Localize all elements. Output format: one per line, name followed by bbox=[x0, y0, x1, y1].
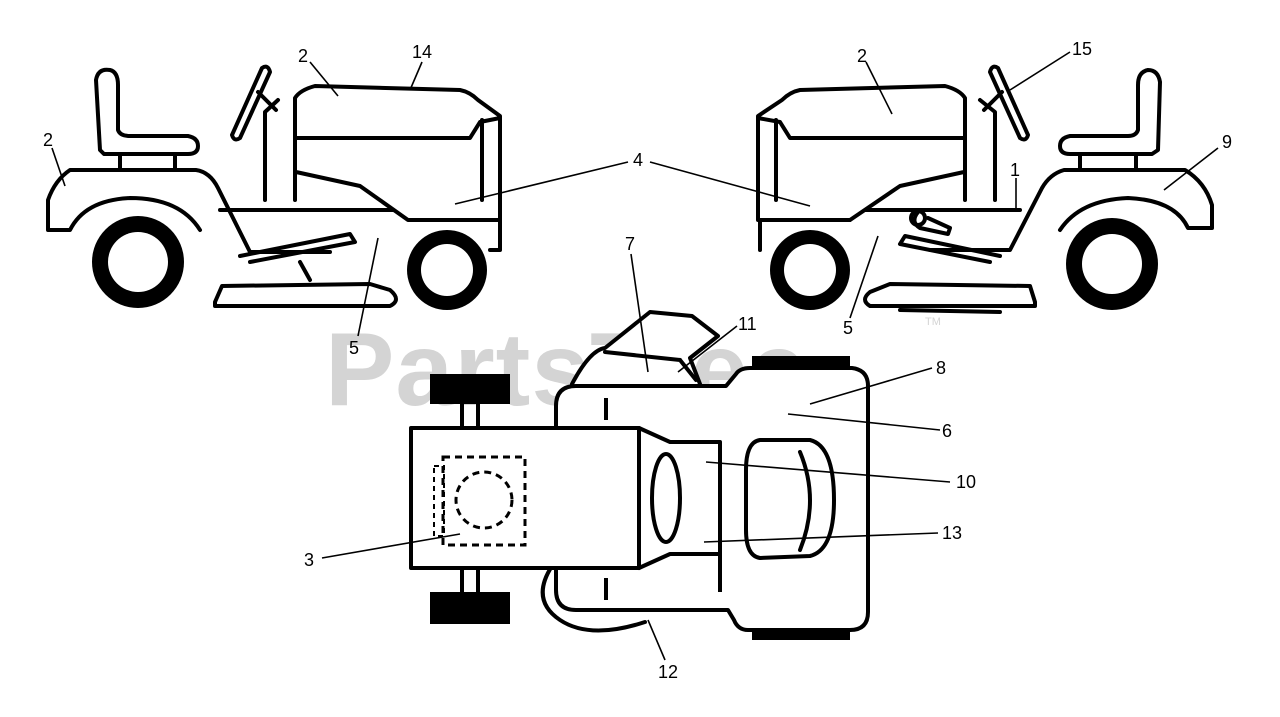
top-deck-outline bbox=[540, 564, 647, 633]
leader-14 bbox=[409, 61, 423, 91]
leader-4b bbox=[649, 161, 811, 207]
left-deck-lever bbox=[238, 232, 357, 282]
callout-2-hood-right: 2 bbox=[857, 46, 867, 66]
right-seat-post bbox=[1078, 152, 1138, 170]
right-rear-wheel-hub bbox=[1082, 234, 1142, 294]
callout-2-rear-fender-left: 2 bbox=[43, 130, 53, 150]
leader-5a bbox=[357, 237, 379, 337]
top-body-dashes bbox=[604, 398, 722, 600]
leader-12 bbox=[647, 619, 666, 661]
leader-2c bbox=[865, 61, 893, 115]
tractor-left-side-view bbox=[46, 64, 502, 310]
left-steering-wheel bbox=[230, 64, 278, 142]
tractor-right-side-view bbox=[756, 64, 1214, 314]
left-mower-deck bbox=[213, 282, 398, 308]
right-steering-wheel bbox=[982, 64, 1030, 142]
left-dash bbox=[263, 98, 280, 202]
leader-5b bbox=[849, 235, 879, 319]
right-key-knob bbox=[909, 209, 927, 227]
leader-10 bbox=[705, 461, 951, 483]
left-seat bbox=[94, 67, 200, 156]
callout-15: 15 bbox=[1072, 39, 1092, 59]
callout-9: 9 bbox=[1222, 132, 1232, 152]
right-front-wheel-hub bbox=[784, 244, 836, 296]
leader-13 bbox=[703, 532, 939, 543]
top-steering-inner bbox=[603, 350, 698, 382]
top-seat bbox=[744, 438, 836, 560]
top-front-tire-upper bbox=[430, 374, 510, 404]
leader-3 bbox=[321, 533, 461, 559]
leader-4a bbox=[454, 161, 629, 205]
callout-3: 3 bbox=[304, 550, 314, 570]
callout-5-left: 5 bbox=[349, 338, 359, 358]
leader-2b bbox=[309, 61, 339, 97]
callout-7: 7 bbox=[625, 234, 635, 254]
top-seat-back bbox=[798, 450, 812, 552]
left-hood bbox=[293, 84, 502, 222]
callout-labels: 2 14 2 2 15 4 9 1 5 5 7 11 8 6 10 13 3 1… bbox=[43, 39, 1232, 682]
leader-lines bbox=[51, 51, 1219, 661]
leader-9 bbox=[1163, 147, 1219, 191]
top-gas-cap-housing bbox=[650, 452, 682, 544]
callout-13: 13 bbox=[942, 523, 962, 543]
callout-12: 12 bbox=[658, 662, 678, 682]
right-seat bbox=[1058, 68, 1162, 156]
right-mower-deck bbox=[863, 282, 1037, 314]
callout-4: 4 bbox=[633, 150, 643, 170]
callout-11: 11 bbox=[738, 314, 757, 334]
leader-8 bbox=[809, 367, 933, 405]
left-front-wheel-hub bbox=[421, 244, 473, 296]
watermark-trademark: TM bbox=[925, 316, 941, 328]
callout-1: 1 bbox=[1010, 160, 1020, 180]
right-deck-lever bbox=[898, 234, 1002, 264]
left-rear-wheel-hub bbox=[108, 232, 168, 292]
callout-14: 14 bbox=[412, 42, 432, 62]
left-seat-post bbox=[118, 152, 177, 170]
callout-6: 6 bbox=[942, 421, 952, 441]
right-hood-line bbox=[756, 116, 966, 202]
callout-8: 8 bbox=[936, 358, 946, 378]
right-hood bbox=[756, 84, 967, 222]
leader-11 bbox=[677, 325, 738, 373]
top-engine-dashed bbox=[441, 455, 527, 547]
leader-2a bbox=[51, 147, 66, 187]
callout-5-right: 5 bbox=[843, 318, 853, 338]
leader-15 bbox=[1009, 51, 1071, 91]
leader-7 bbox=[630, 253, 649, 373]
top-engine-dashed-inner bbox=[433, 465, 445, 537]
top-engine-circle bbox=[454, 470, 514, 530]
top-front-tire-lower bbox=[430, 592, 510, 624]
top-front-axle bbox=[460, 402, 480, 594]
left-hood-line bbox=[294, 116, 502, 202]
callout-2-hood-left: 2 bbox=[298, 46, 308, 66]
right-dash bbox=[978, 98, 997, 202]
callout-10: 10 bbox=[956, 472, 976, 492]
leader-6 bbox=[787, 413, 941, 431]
tractor-top-view bbox=[409, 310, 870, 640]
